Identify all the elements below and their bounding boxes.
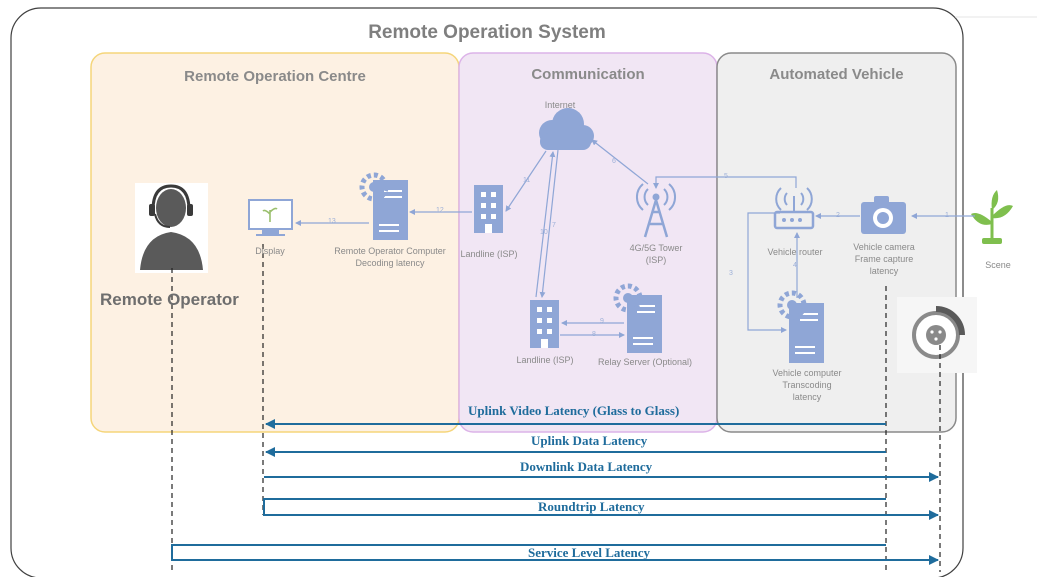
remote-operator-label: Remote Operator bbox=[100, 290, 239, 309]
landline-top-icon bbox=[474, 185, 503, 233]
flow-arrow-3 bbox=[747, 212, 787, 333]
latency-arrows bbox=[171, 419, 939, 565]
internet-label: Internet bbox=[544, 100, 576, 110]
vehicle-computer-label-2: Transcoding bbox=[782, 380, 832, 390]
cell-tower-icon bbox=[636, 183, 676, 238]
landline-bottom-label: Landline (ISP) bbox=[516, 355, 574, 365]
relay-server-icon bbox=[613, 283, 662, 353]
step-number-3: 3 bbox=[729, 270, 733, 277]
flow-arrow-5 bbox=[653, 176, 797, 189]
flow-arrows bbox=[295, 139, 975, 338]
camera-label-3: latency bbox=[869, 266, 899, 276]
timing-guides bbox=[171, 244, 941, 572]
camera-label-2: Frame capture bbox=[854, 254, 914, 264]
scene-plant-icon bbox=[971, 190, 1013, 244]
step-number-8: 8 bbox=[592, 331, 596, 338]
step-number-12: 12 bbox=[436, 207, 444, 214]
step-number-13: 13 bbox=[328, 218, 336, 225]
flow-arrow-11 bbox=[505, 150, 547, 212]
step-number-7: 7 bbox=[552, 222, 556, 229]
roc-computer-icon bbox=[359, 172, 408, 240]
display-monitor-icon bbox=[248, 199, 293, 236]
step-number-1: 1 bbox=[945, 212, 949, 219]
roc-computer-label-1: Remote Operator Computer bbox=[334, 246, 446, 256]
scene-label: Scene bbox=[985, 260, 1011, 270]
system-title: Remote Operation System bbox=[368, 22, 606, 43]
step-number-6: 6 bbox=[612, 158, 616, 165]
av-section-box bbox=[716, 52, 957, 433]
display-label: Display bbox=[255, 246, 285, 256]
step-number-11: 11 bbox=[523, 177, 531, 184]
downlink-data-latency-label: Downlink Data Latency bbox=[520, 459, 653, 474]
roundtrip-arrow bbox=[263, 498, 939, 520]
landline-bottom-icon bbox=[530, 300, 559, 348]
camera-label-1: Vehicle camera bbox=[853, 242, 915, 252]
service-level-latency-label: Service Level Latency bbox=[528, 545, 651, 560]
vehicle-computer-label-1: Vehicle computer bbox=[772, 368, 842, 378]
operator-avatar bbox=[135, 183, 208, 273]
vehicle-router-icon bbox=[773, 187, 815, 230]
service-level-arrow bbox=[171, 544, 939, 565]
roundtrip-latency-label: Roundtrip Latency bbox=[538, 499, 645, 514]
comm-section-title: Communication bbox=[531, 66, 645, 83]
steering-wheel-icon bbox=[897, 297, 977, 373]
vehicle-router-label: Vehicle router bbox=[767, 247, 823, 257]
step-number-9: 9 bbox=[600, 318, 604, 325]
vehicle-computer-icon bbox=[777, 290, 824, 363]
uplink-video-latency-label: Uplink Video Latency (Glass to Glass) bbox=[468, 403, 680, 418]
av-section-title: Automated Vehicle bbox=[769, 66, 904, 83]
flow-arrow-6 bbox=[591, 139, 649, 185]
step-number-10: 10 bbox=[540, 229, 548, 236]
step-number-2: 2 bbox=[836, 212, 840, 219]
vehicle-computer-label-3: latency bbox=[792, 392, 822, 402]
tower-label-1: 4G/5G Tower bbox=[629, 243, 683, 253]
vehicle-camera-icon bbox=[861, 196, 906, 234]
roc-computer-label-2: Decoding latency bbox=[355, 258, 425, 268]
flow-arrow-10 bbox=[535, 151, 556, 298]
flow-arrow-7 bbox=[539, 149, 559, 298]
roc-section-title: Remote Operation Centre bbox=[184, 68, 366, 85]
step-number-4: 4 bbox=[793, 262, 797, 269]
landline-top-label: Landline (ISP) bbox=[460, 249, 518, 259]
tower-label-2: (ISP) bbox=[645, 255, 667, 265]
internet-cloud-icon bbox=[539, 108, 594, 150]
step-number-5: 5 bbox=[724, 173, 728, 180]
uplink-data-latency-label: Uplink Data Latency bbox=[531, 433, 648, 448]
relay-server-label: Relay Server (Optional) bbox=[597, 357, 693, 367]
